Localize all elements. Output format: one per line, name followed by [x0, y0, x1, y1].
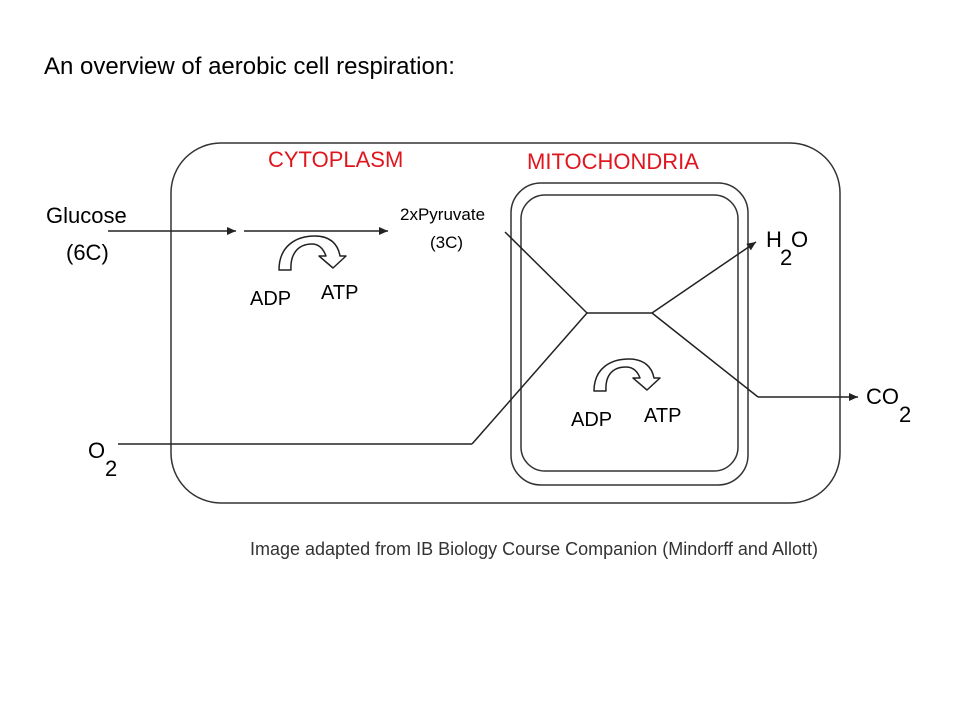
cytoplasm-atp-label: ATP: [321, 282, 359, 304]
slide-title: An overview of aerobic cell respiration:: [44, 53, 455, 80]
mitochondria-adp-label: ADP: [571, 409, 613, 431]
water-output-arrow: [651, 241, 757, 314]
pyruvate-label: 2xPyruvate: [400, 205, 486, 224]
glucose-label: Glucose: [46, 203, 127, 228]
co2-symbol: CO: [866, 384, 899, 409]
cytoplasm-adp-label: ADP: [250, 288, 292, 310]
water-subscript: 2: [780, 245, 793, 270]
oxygen-diagonal-line: [471, 312, 588, 445]
mitochondrion-inner-membrane: [520, 194, 739, 472]
mitochondrion-outer-membrane: [510, 182, 749, 486]
water-o-symbol: O: [791, 227, 809, 252]
co2-diagonal-line: [651, 312, 759, 398]
pyruvate-entry-line: [504, 231, 588, 314]
cytoplasm-atp-cycle-arrow: [278, 235, 347, 271]
mitochondria-atp-cycle-arrow: [593, 358, 661, 392]
mitochondria-label: MITOCHONDRIA: [527, 149, 699, 174]
cytoplasm-label: CYTOPLASM: [268, 147, 404, 172]
glucose-carbons: (6C): [66, 240, 109, 265]
mitochondria-atp-label: ATP: [644, 405, 682, 427]
cell-outline: [170, 142, 841, 504]
co2-subscript: 2: [899, 402, 912, 427]
water-h-symbol: H: [766, 227, 782, 252]
pyruvate-carbons: (3C): [430, 233, 464, 252]
image-credit: Image adapted from IB Biology Course Com…: [250, 539, 818, 559]
oxygen-subscript: 2: [105, 456, 118, 481]
oxygen-symbol: O: [88, 438, 106, 463]
